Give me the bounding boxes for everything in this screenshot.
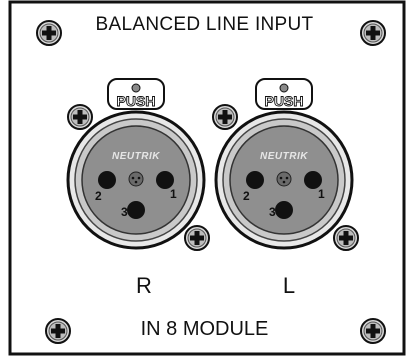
- screw-l-top-left-icon: [212, 104, 238, 130]
- xlr-connector-r[interactable]: PUSH NEUTRIK 2 1 3: [66, 78, 206, 250]
- pin-3-hole-l-icon: [275, 201, 293, 219]
- push-tab-dot-r-icon: [131, 83, 141, 93]
- panel-title: BALANCED LINE INPUT: [95, 14, 314, 35]
- channel-label-r: R: [136, 273, 152, 298]
- push-label-r: PUSH: [117, 93, 156, 109]
- module-label: IN 8 MODULE: [140, 318, 269, 340]
- center-key-l-icon: [276, 171, 292, 187]
- screw-l-bottom-right-icon: [333, 225, 359, 251]
- push-tab-l[interactable]: [255, 78, 313, 110]
- pin-label-1-l: 1: [318, 187, 325, 201]
- push-tab-r[interactable]: [107, 78, 165, 110]
- brand-label-l: NEUTRIK: [260, 151, 308, 162]
- pin-label-3-l: 3: [269, 205, 276, 219]
- pin-label-2-l: 2: [243, 189, 250, 203]
- xlr-connector-l[interactable]: PUSH NEUTRIK 2 1 3: [214, 78, 354, 250]
- screw-r-top-left-icon: [67, 104, 93, 130]
- center-key-r-icon: [128, 171, 144, 187]
- pin-label-3-r: 3: [121, 205, 128, 219]
- screw-r-bottom-right-icon: [184, 225, 210, 251]
- pin-1-hole-l-icon: [304, 171, 322, 189]
- pin-3-hole-r-icon: [127, 201, 145, 219]
- pin-label-2-r: 2: [95, 189, 102, 203]
- pin-2-hole-l-icon: [246, 171, 264, 189]
- pin-label-1-r: 1: [170, 187, 177, 201]
- pin-1-hole-r-icon: [156, 171, 174, 189]
- push-tab-dot-l-icon: [279, 83, 289, 93]
- channel-label-l: L: [282, 273, 296, 298]
- pin-2-hole-r-icon: [98, 171, 116, 189]
- brand-label-r: NEUTRIK: [112, 151, 160, 162]
- push-label-l: PUSH: [265, 93, 304, 109]
